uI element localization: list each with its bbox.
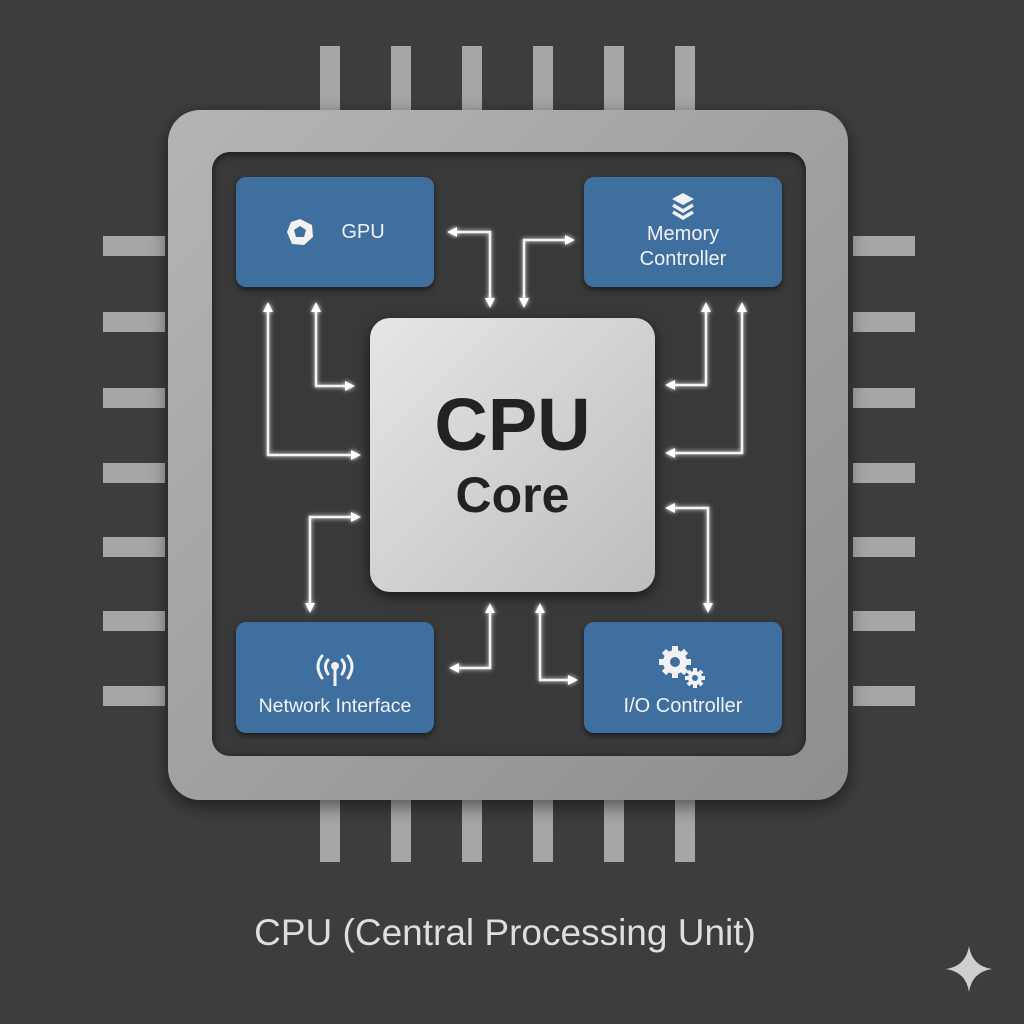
antenna-icon xyxy=(316,654,354,686)
memory-label-line1: Memory xyxy=(646,223,720,245)
pin xyxy=(462,46,482,110)
arrow-core-network-bottom xyxy=(449,603,495,673)
arrow-memory-core-outer xyxy=(665,302,747,458)
pin xyxy=(675,46,695,110)
io-controller-block: I/O Controller xyxy=(584,622,782,733)
arrow-core-network xyxy=(305,512,361,613)
sparkle-icon xyxy=(946,946,992,992)
pin xyxy=(103,537,165,557)
pin xyxy=(462,798,482,862)
pin xyxy=(391,798,411,862)
layers-icon xyxy=(672,193,694,221)
pin xyxy=(853,611,915,631)
cpu-core: CPU Core xyxy=(370,318,655,592)
pin xyxy=(853,236,915,256)
pin xyxy=(103,236,165,256)
pin xyxy=(103,686,165,706)
arrow-core-memory xyxy=(519,235,575,308)
network-interface-block: Network Interface xyxy=(236,622,434,733)
pin xyxy=(853,686,915,706)
core-subtitle: Core xyxy=(455,467,570,523)
pin xyxy=(853,312,915,332)
pin xyxy=(604,798,624,862)
arrow-gpu-core-left-inner xyxy=(311,302,355,391)
pin xyxy=(853,388,915,408)
pin xyxy=(103,463,165,483)
pin xyxy=(391,46,411,110)
arrow-gpu-core xyxy=(447,227,495,308)
gears-icon xyxy=(659,646,705,688)
gpu-polyhedron-icon xyxy=(287,219,314,245)
pin xyxy=(103,611,165,631)
memory-label-line2: Controller xyxy=(639,248,727,270)
gpu-block: GPU xyxy=(236,177,434,287)
pin xyxy=(103,312,165,332)
pin xyxy=(604,46,624,110)
pin xyxy=(320,798,340,862)
pin xyxy=(533,798,553,862)
pin xyxy=(103,388,165,408)
pin xyxy=(675,798,695,862)
memory-controller-block: Memory Controller xyxy=(584,177,782,287)
core-title: CPU xyxy=(434,383,591,466)
diagram-caption: CPU (Central Processing Unit) xyxy=(254,912,756,953)
pin xyxy=(320,46,340,110)
network-label: Network Interface xyxy=(258,695,412,717)
io-label: I/O Controller xyxy=(623,695,743,717)
arrow-gpu-core-left-outer xyxy=(263,302,361,460)
gpu-label: GPU xyxy=(341,220,385,243)
arrow-core-io-bottom xyxy=(535,603,578,685)
arrow-core-io xyxy=(665,503,713,613)
pin xyxy=(853,463,915,483)
pin xyxy=(533,46,553,110)
arrow-memory-core-inner xyxy=(665,302,711,390)
pin xyxy=(853,537,915,557)
